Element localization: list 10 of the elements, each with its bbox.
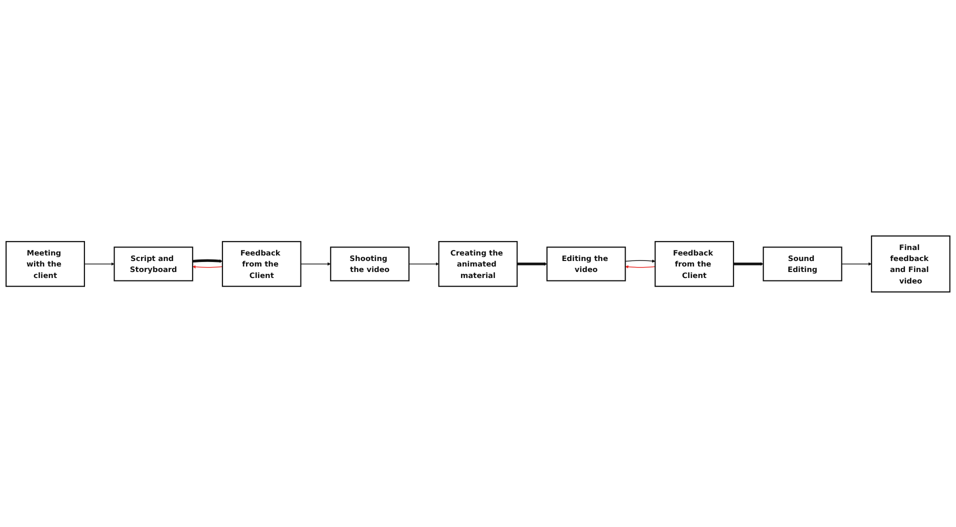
arrow	[300, 262, 331, 266]
arrow	[734, 262, 764, 266]
arrow	[625, 264, 656, 268]
arrow	[408, 262, 439, 266]
arrow	[192, 264, 223, 268]
arrow	[192, 258, 223, 262]
arrow	[624, 258, 656, 262]
arrow	[517, 262, 548, 266]
arrow	[841, 262, 872, 266]
arrow	[84, 262, 114, 266]
